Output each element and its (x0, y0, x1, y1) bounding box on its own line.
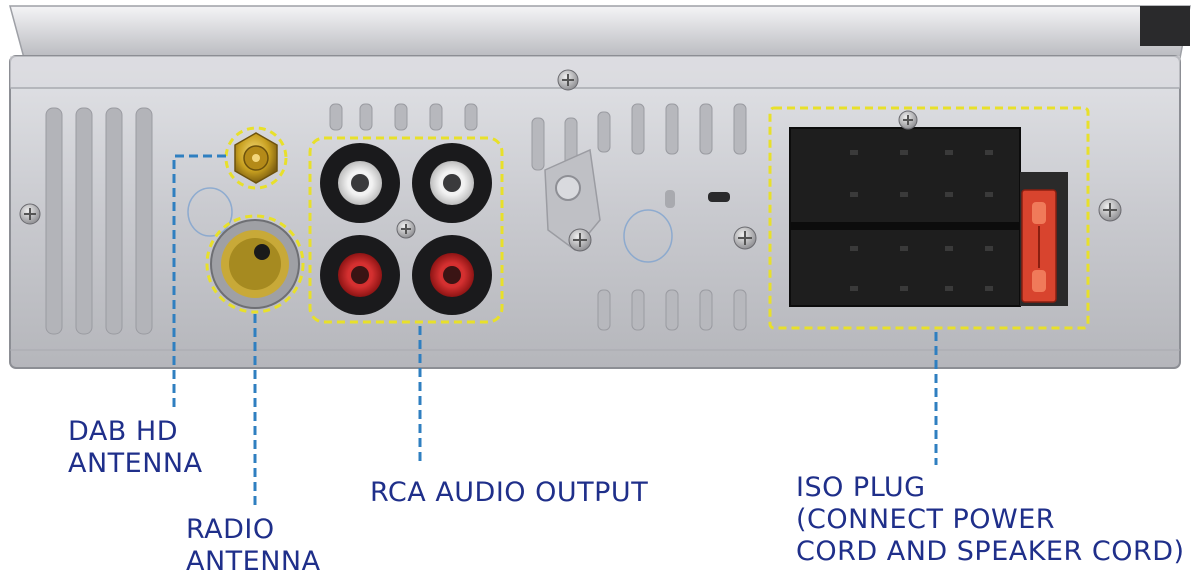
vent-slots-top (329, 103, 747, 331)
mounting-bracket (544, 148, 730, 252)
radio-antenna-socket (205, 214, 305, 314)
top-lid (9, 5, 1191, 59)
vent-slots-left (45, 107, 153, 335)
dab-antenna-label: DAB HD ANTENNA (68, 416, 203, 480)
screw-icon (568, 228, 592, 252)
ink-stamp (187, 187, 673, 263)
dab-leader-line (172, 154, 226, 410)
screw-icon (1098, 198, 1122, 222)
rca-audio-outputs (308, 136, 504, 324)
radio-label-line2: ANTENNA (186, 546, 321, 577)
rca-jack-white (320, 143, 400, 223)
rca-label-text: RCA AUDIO OUTPUT (370, 477, 649, 508)
iso-pin-grid (850, 150, 993, 291)
screw-icon (557, 69, 579, 91)
dab-antenna-connector (224, 126, 288, 190)
iso-label-line2: (CONNECT POWER (796, 504, 1056, 535)
screw-icon (733, 226, 757, 250)
fuse-icon (1021, 189, 1057, 303)
rca-jack-red (320, 235, 400, 315)
radio-label-line1: RADIO (186, 514, 275, 545)
iso-label-line3: CORD AND SPEAKER CORD) (796, 536, 1185, 567)
screw-icon (898, 110, 918, 130)
screw-icon (19, 203, 41, 225)
screw-icon (396, 219, 416, 239)
leader-lines (172, 154, 938, 505)
dab-label-line1: DAB HD (68, 416, 178, 447)
rca-audio-output-label: RCA AUDIO OUTPUT (370, 477, 648, 509)
rca-jack-white (412, 143, 492, 223)
iso-plug-label: ISO PLUG (CONNECT POWER CORD AND SPEAKER… (796, 472, 1185, 568)
iso-plug-connector (768, 106, 1090, 330)
radio-antenna-label: RADIO ANTENNA (186, 514, 321, 578)
rca-jack-red (412, 235, 492, 315)
iso-label-line1: ISO PLUG (796, 472, 926, 503)
dab-label-line2: ANTENNA (68, 448, 203, 479)
